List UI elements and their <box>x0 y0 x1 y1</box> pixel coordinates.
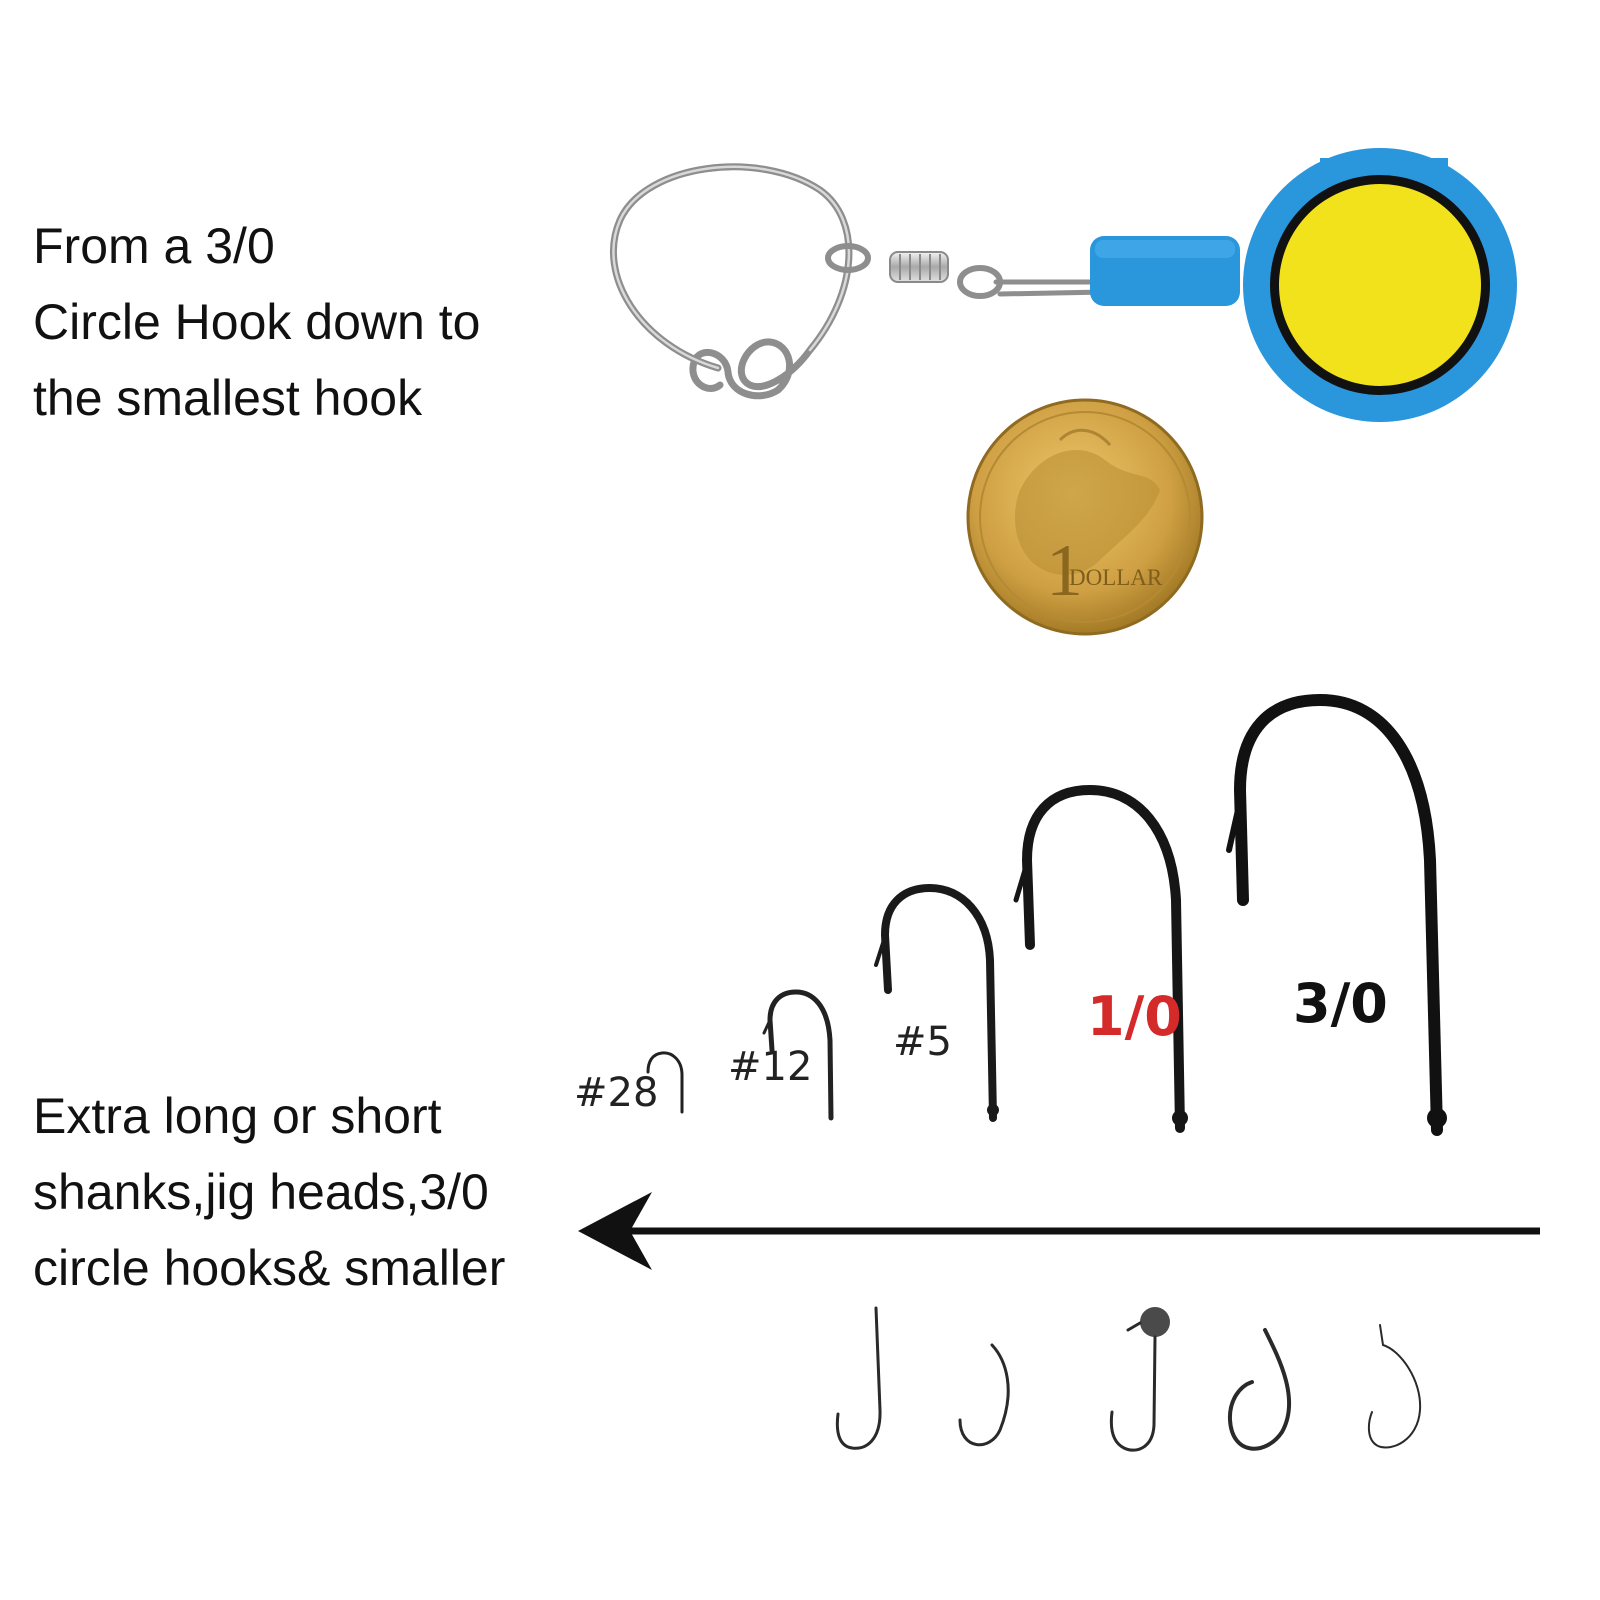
caption-bottom-line: shanks,jig heads,3/0 <box>33 1164 489 1220</box>
caption-top-line: the smallest hook <box>33 370 423 426</box>
swivel-icon <box>825 243 1107 299</box>
caption-top: From a 3/0 Circle Hook down to the small… <box>33 208 480 436</box>
split-ring-icon <box>609 163 853 400</box>
short-shank-hook-icon <box>958 1343 1010 1447</box>
hook-size-3-0-icon <box>1226 693 1447 1136</box>
hook-size-chart <box>646 693 1447 1136</box>
caption-bottom-line: Extra long or short <box>33 1088 442 1144</box>
coin-inscription: DOLLAR <box>1069 565 1163 590</box>
hook-types-row <box>835 1306 1422 1452</box>
hook-size-12-icon <box>762 989 834 1121</box>
hook-size-label: #12 <box>728 1044 812 1090</box>
hook-size-28-icon <box>646 1051 684 1114</box>
offset-hook-icon <box>1367 1324 1422 1449</box>
hook-threader-tool <box>609 148 1517 422</box>
hook-size-label: #5 <box>893 1019 952 1065</box>
left-arrow-icon <box>578 1192 1540 1270</box>
caption-top-line: Circle Hook down to <box>33 294 481 350</box>
hook-size-label: 1/0 <box>1087 985 1182 1048</box>
circle-hook-icon <box>1227 1328 1292 1451</box>
magnet-face <box>1279 184 1481 386</box>
caption-bottom-line: circle hooks& smaller <box>33 1240 506 1296</box>
caption-top-line: From a 3/0 <box>33 218 275 274</box>
magnetic-tool-body <box>1090 148 1517 422</box>
hook-size-label: #28 <box>574 1070 658 1116</box>
hook-size-5-icon <box>874 883 999 1122</box>
long-shank-hook-icon <box>835 1306 882 1450</box>
hook-size-label: 3/0 <box>1293 972 1388 1035</box>
dollar-coin: 1 DOLLAR <box>966 398 1204 636</box>
hook-size-1-0-icon <box>1013 784 1188 1133</box>
jig-head-hook-icon <box>1109 1307 1170 1452</box>
coin-denomination: 1 <box>1046 530 1083 612</box>
caption-bottom: Extra long or short shanks,jig heads,3/0… <box>33 1078 505 1306</box>
